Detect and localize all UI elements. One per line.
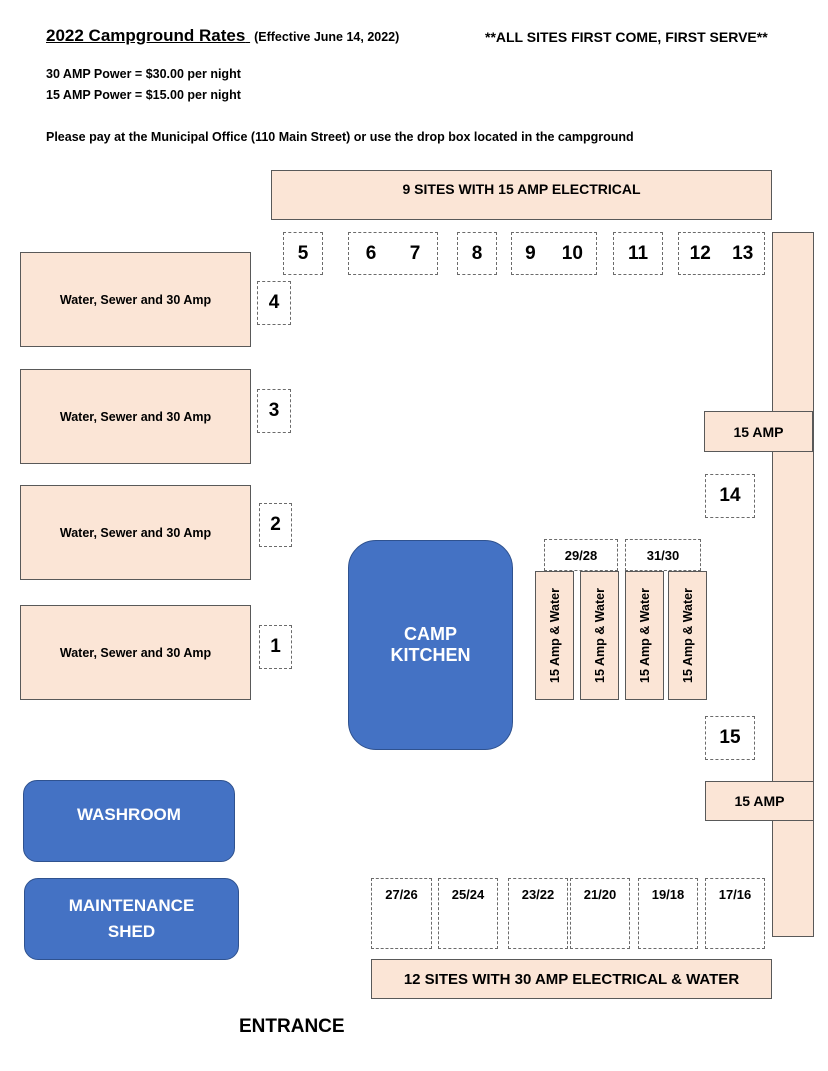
site-number: 9 — [525, 242, 536, 264]
shed-label-line2: SHED — [107, 922, 156, 941]
site-number: 5 — [297, 242, 309, 264]
center-strip-15-amp-water: 15 Amp & Water — [535, 571, 574, 700]
strip-label: 15 Amp & Water — [680, 588, 695, 683]
site-27-26[interactable]: 27/26 — [371, 878, 432, 949]
kitchen-label-line1: CAMP — [404, 624, 457, 644]
site-number: 11 — [627, 242, 649, 264]
site-number: 25/24 — [451, 887, 485, 902]
site-number: 23/22 — [521, 887, 555, 902]
site-17-16[interactable]: 17/16 — [705, 878, 765, 949]
site-23-22[interactable]: 23/22 — [508, 878, 568, 949]
site-number: 6 — [365, 242, 377, 264]
site-4[interactable]: 4 — [257, 281, 291, 325]
site-number: 7 — [409, 242, 421, 264]
site-1[interactable]: 1 — [259, 625, 292, 669]
strip-label: 15 Amp & Water — [592, 588, 607, 683]
site-number: 2 — [270, 514, 281, 535]
bottom-block-30-amp-water: 12 SITES WITH 30 AMP ELECTRICAL & WATER — [371, 959, 772, 999]
site-number: 13 — [732, 242, 754, 264]
rate-15-amp: 15 AMP Power = $15.00 per night — [46, 88, 241, 102]
site-number: 1 — [270, 636, 281, 657]
shed-label-line1: MAINTENANCE — [68, 896, 195, 915]
site-number: 14 — [719, 485, 741, 506]
site-number: 8 — [471, 242, 483, 264]
site-25-24[interactable]: 25/24 — [438, 878, 498, 949]
maintenance-shed: MAINTENANCE SHED — [24, 878, 239, 960]
site-8[interactable]: 8 — [457, 232, 497, 275]
effective-date: (Effective June 14, 2022) — [254, 30, 400, 44]
site-number: 19/18 — [651, 887, 685, 902]
site-number: 12 — [689, 242, 711, 264]
top-block-15-amp: 9 SITES WITH 15 AMP ELECTRICAL — [271, 170, 772, 220]
kitchen-label-line2: KITCHEN — [390, 645, 471, 665]
washroom: WASHROOM — [23, 780, 235, 862]
strip-label: 15 Amp & Water — [637, 588, 652, 683]
site-3[interactable]: 3 — [257, 389, 291, 433]
site-number: 27/26 — [385, 887, 418, 902]
site-6-7[interactable]: 6 7 — [348, 232, 438, 275]
title-text: 2022 Campground Rates — [46, 26, 246, 45]
camp-kitchen: CAMP KITCHEN — [348, 540, 513, 750]
right-service-strip — [772, 232, 814, 937]
site-11[interactable]: 11 — [613, 232, 663, 275]
left-block-water-sewer-30-amp: Water, Sewer and 30 Amp — [20, 605, 251, 700]
page-title: 2022 Campground Rates (Effective June 14… — [46, 26, 399, 46]
left-block-water-sewer-30-amp: Water, Sewer and 30 Amp — [20, 485, 251, 580]
left-block-water-sewer-30-amp: Water, Sewer and 30 Amp — [20, 369, 251, 464]
left-block-water-sewer-30-amp: Water, Sewer and 30 Amp — [20, 252, 251, 347]
center-strip-15-amp-water: 15 Amp & Water — [625, 571, 664, 700]
center-strip-15-amp-water: 15 Amp & Water — [580, 571, 619, 700]
site-number: 4 — [268, 292, 280, 313]
center-strip-15-amp-water: 15 Amp & Water — [668, 571, 707, 700]
site-12-13[interactable]: 12 13 — [678, 232, 765, 275]
right-label-15-amp-lower: 15 AMP — [705, 781, 814, 821]
site-number: 31/30 — [646, 547, 680, 563]
site-number: 21/20 — [583, 887, 617, 902]
site-29-28[interactable]: 29/28 — [544, 539, 618, 571]
site-number: 15 — [719, 727, 741, 748]
first-come-notice: **ALL SITES FIRST COME, FIRST SERVE** — [485, 29, 768, 45]
site-21-20[interactable]: 21/20 — [570, 878, 630, 949]
site-2[interactable]: 2 — [259, 503, 292, 547]
site-number: 10 — [561, 242, 583, 264]
entrance-label: ENTRANCE — [239, 1016, 345, 1037]
site-number: 29/28 — [564, 547, 598, 563]
site-31-30[interactable]: 31/30 — [625, 539, 701, 571]
right-label-15-amp-upper: 15 AMP — [704, 411, 813, 452]
site-9-10[interactable]: 9 10 — [511, 232, 597, 275]
site-5[interactable]: 5 — [283, 232, 323, 275]
payment-instructions: Please pay at the Municipal Office (110 … — [46, 130, 634, 144]
site-19-18[interactable]: 19/18 — [638, 878, 698, 949]
strip-label: 15 Amp & Water — [547, 588, 562, 683]
rate-30-amp: 30 AMP Power = $30.00 per night — [46, 67, 241, 81]
site-15[interactable]: 15 — [705, 716, 755, 760]
site-14[interactable]: 14 — [705, 474, 755, 518]
site-number: 3 — [268, 400, 280, 421]
site-number: 17/16 — [718, 887, 752, 902]
